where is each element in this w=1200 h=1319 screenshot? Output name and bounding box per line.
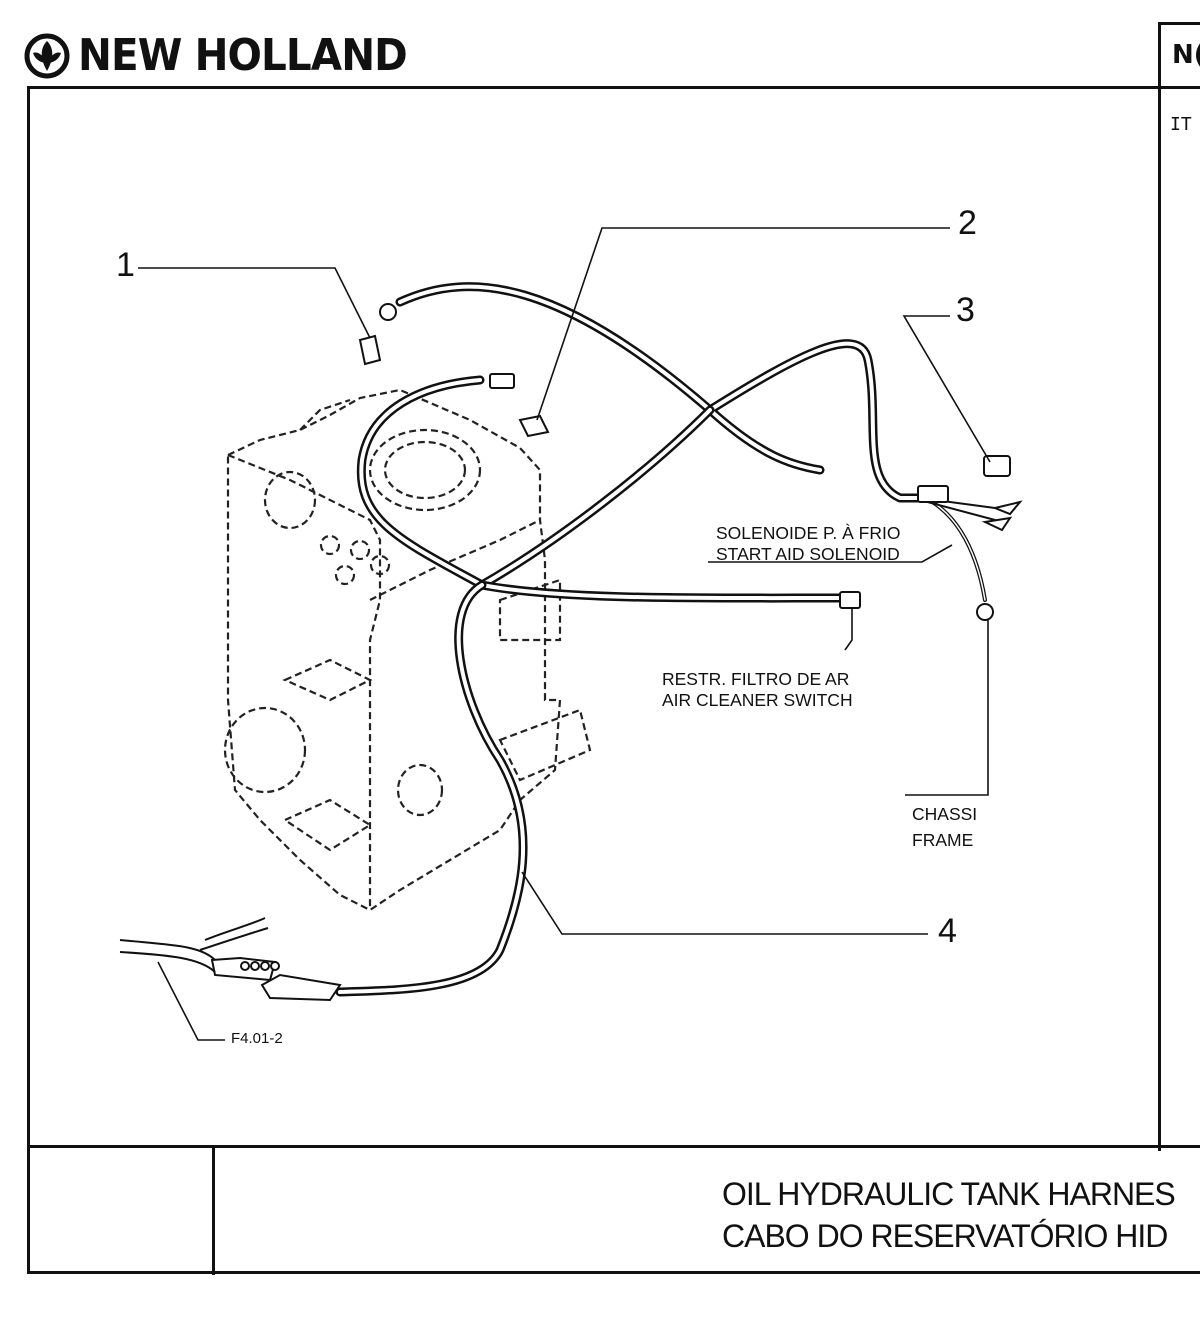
callout-item-1: 1	[116, 246, 135, 284]
parts-list-panel	[1158, 22, 1200, 1151]
terminals	[210, 303, 1023, 1002]
harness-cable	[335, 282, 1011, 997]
bolt-icon	[358, 334, 382, 366]
title-english: OIL HYDRAULIC TANK HARNES	[722, 1176, 1176, 1212]
title-block-divider	[27, 1145, 1200, 1148]
connector-icon	[839, 591, 861, 609]
air-cleaner-label-pt: RESTR. FILTRO DE AR	[662, 669, 850, 689]
ring-terminal-icon	[379, 303, 397, 321]
ring-terminal-icon	[976, 603, 994, 621]
air-cleaner-label-en: AIR CLEANER SWITCH	[662, 690, 853, 710]
main-harness-stub	[119, 917, 269, 973]
bolt-icon	[518, 414, 550, 438]
start-aid-label-pt: SOLENOIDE P. À FRIO	[716, 523, 901, 543]
new-holland-logo-icon	[24, 33, 70, 78]
reference-figure-label: F4.01-2	[231, 1030, 283, 1047]
multi-pin-connector-icon	[260, 973, 342, 1002]
connector-icon	[983, 455, 1011, 477]
air-cleaner-switch-label: RESTR. FILTRO DE AR AIR CLEANER SWITCH	[662, 669, 853, 711]
hydraulic-tank-outline	[223, 388, 592, 912]
chassis-label-pt: CHASSI	[912, 804, 978, 824]
brand-name: NEW HOLLAND	[78, 30, 408, 81]
title-portuguese: CABO DO RESERVATÓRIO HID	[722, 1218, 1168, 1254]
item-column-header: IT	[1170, 114, 1192, 135]
callout-item-4: 4	[938, 912, 957, 950]
drawing-frame	[27, 86, 1200, 1274]
number-column-header: N(	[1172, 40, 1200, 70]
chassis-ground-label: CHASSI FRAME	[912, 801, 977, 853]
start-aid-solenoid-label: SOLENOIDE P. À FRIO START AID SOLENOID	[716, 523, 900, 565]
connector-icon	[489, 373, 515, 389]
callout-item-2: 2	[958, 204, 977, 242]
title-block-column-divider	[212, 1145, 215, 1275]
connector-icon	[917, 485, 949, 503]
callout-item-3: 3	[956, 291, 975, 329]
start-aid-label-en: START AID SOLENOID	[716, 544, 900, 564]
leader-lines	[138, 227, 991, 1041]
brand-header: NEW HOLLAND	[24, 30, 435, 81]
chassis-label-en: FRAME	[912, 830, 974, 850]
